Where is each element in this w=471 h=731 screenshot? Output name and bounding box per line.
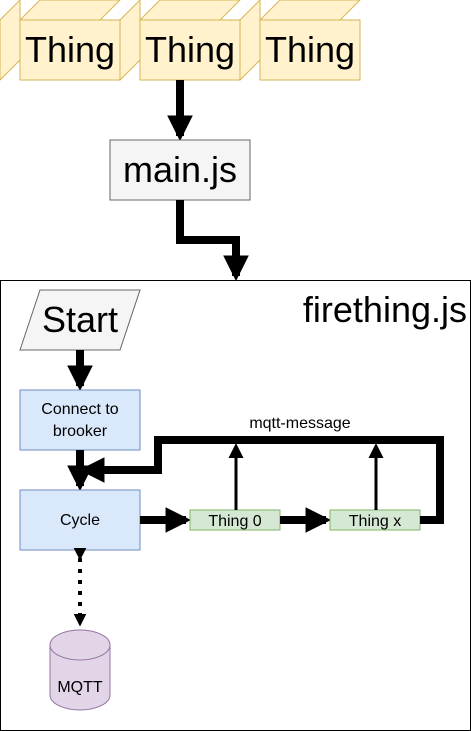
- cycle-node: Cycle: [19, 489, 141, 551]
- cube-top-face: [18, 0, 121, 21]
- mqtt-label: MQTT: [57, 679, 103, 696]
- mqtt-cylinder-top: [49, 629, 111, 661]
- cube-front-face: [139, 19, 241, 81]
- cube-front-face: [19, 19, 121, 81]
- mainjs-label: main.js: [123, 149, 237, 190]
- cube-front-face: [259, 19, 361, 81]
- connect-node: Connect to brooker: [19, 389, 141, 451]
- start-parallelogram: [19, 289, 141, 351]
- thing0-node: Thing 0: [189, 509, 281, 531]
- mainjs-to-firething-arrow: [176, 200, 249, 282]
- thing-cube-label: Thing: [145, 29, 235, 70]
- loop-back-arrow: [78, 436, 444, 524]
- thing-cube-2: Thing: [119, 0, 241, 82]
- thing-cube-label: Thing: [25, 29, 115, 70]
- thing0-label: Thing 0: [208, 513, 261, 530]
- connect-label-line1: Connect to: [41, 401, 118, 418]
- mqtt-cylinder-body: [49, 645, 111, 711]
- cube-left-face: [119, 0, 141, 82]
- thing-cube-3: Thing: [239, 0, 361, 82]
- firething-label: firething.js: [303, 289, 467, 330]
- cube-top-face: [258, 0, 361, 21]
- mqtt-message-label: mqtt-message: [249, 415, 350, 432]
- thing-cube-label: Thing: [265, 29, 355, 70]
- thingx-label: Thing x: [349, 513, 401, 530]
- mainjs-box: main.js: [109, 139, 251, 201]
- connect-label-line2: brooker: [53, 423, 108, 440]
- connect-rect: [19, 389, 141, 451]
- mainjs-rect: [109, 139, 251, 201]
- cycle-label: Cycle: [60, 512, 100, 529]
- cube-top-face: [138, 0, 241, 21]
- thingx-node: Thing x: [329, 509, 421, 531]
- start-node: Start: [19, 289, 141, 351]
- mqtt-cylinder: MQTT: [49, 629, 111, 711]
- thing-cube-1: Thing: [0, 0, 121, 81]
- start-label: Start: [42, 299, 118, 340]
- cube-left-face: [0, 0, 21, 81]
- cube-left-face: [239, 0, 261, 82]
- cycle-rect: [19, 489, 141, 551]
